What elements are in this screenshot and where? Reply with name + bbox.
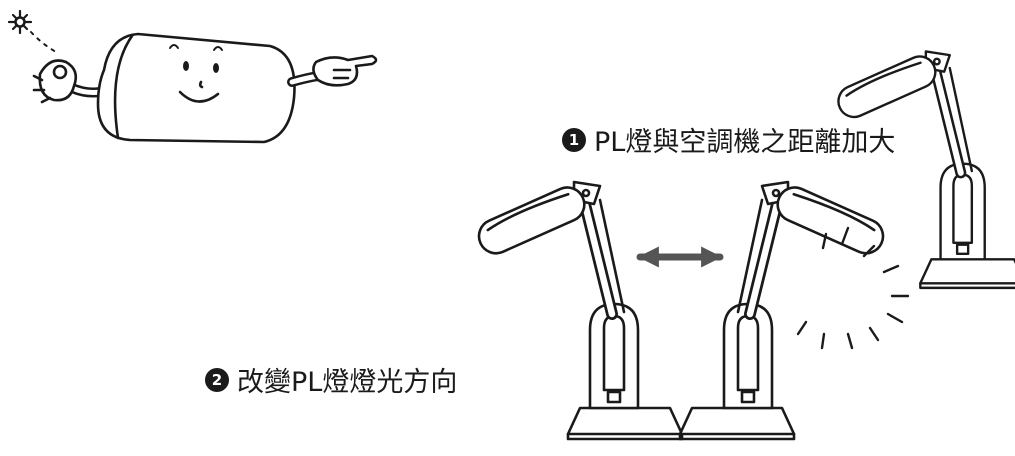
tip-1-label: 1 PL燈與空調機之距離加大 — [562, 120, 895, 159]
tip-2-text: 改變PL燈燈光方向 — [237, 367, 458, 398]
mascot-character — [32, 32, 378, 144]
light-rays-icon — [796, 226, 910, 350]
pointing-hand-icon — [312, 54, 378, 87]
sparkle-icon — [7, 9, 33, 35]
tip-2-label: 2 改變PL燈燈光方向 — [205, 360, 457, 399]
ok-hand-icon — [32, 59, 78, 104]
tip-1-text: PL燈與空調機之距離加大 — [594, 127, 896, 158]
lamp-left — [474, 182, 682, 439]
tip-1-number: 1 — [562, 127, 586, 152]
tip-2-number: 2 — [205, 367, 229, 392]
lamp-right — [680, 182, 888, 439]
